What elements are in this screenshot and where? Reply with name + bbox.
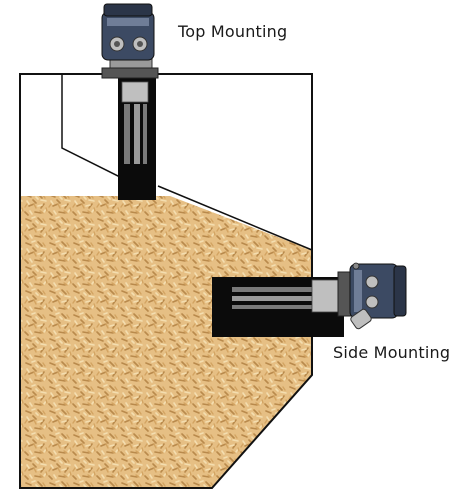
probe-rod — [143, 104, 147, 164]
side-mounting-label: Side Mounting — [333, 343, 451, 362]
top-mounted-sensor — [101, 3, 159, 200]
angled-cable-gland-icon — [350, 308, 372, 330]
cable-gland-icon — [365, 295, 379, 309]
probe-rod — [124, 104, 130, 164]
side-mounted-sensor — [212, 262, 407, 337]
side-housing-cap — [393, 265, 407, 317]
gland-center — [137, 41, 143, 47]
bolt-icon — [352, 262, 360, 270]
probe-metal — [121, 81, 149, 103]
silo-outline — [19, 73, 313, 489]
side-probe-rod — [232, 305, 312, 309]
guide-line — [61, 74, 131, 183]
side-probe-rod — [232, 296, 312, 301]
top-mounting-label: Top Mounting — [178, 22, 288, 41]
probe-collar — [125, 170, 155, 200]
housing-cap — [103, 3, 153, 17]
guide-line — [157, 185, 313, 251]
housing-highlight — [107, 18, 149, 26]
side-housing-highlight — [354, 270, 362, 312]
side-coupling — [311, 279, 343, 313]
probe-rod — [134, 104, 140, 164]
side-probe-rod — [232, 287, 312, 292]
cable-gland-icon — [365, 275, 379, 289]
mounting-flange — [101, 67, 159, 79]
gland-center — [114, 41, 120, 47]
